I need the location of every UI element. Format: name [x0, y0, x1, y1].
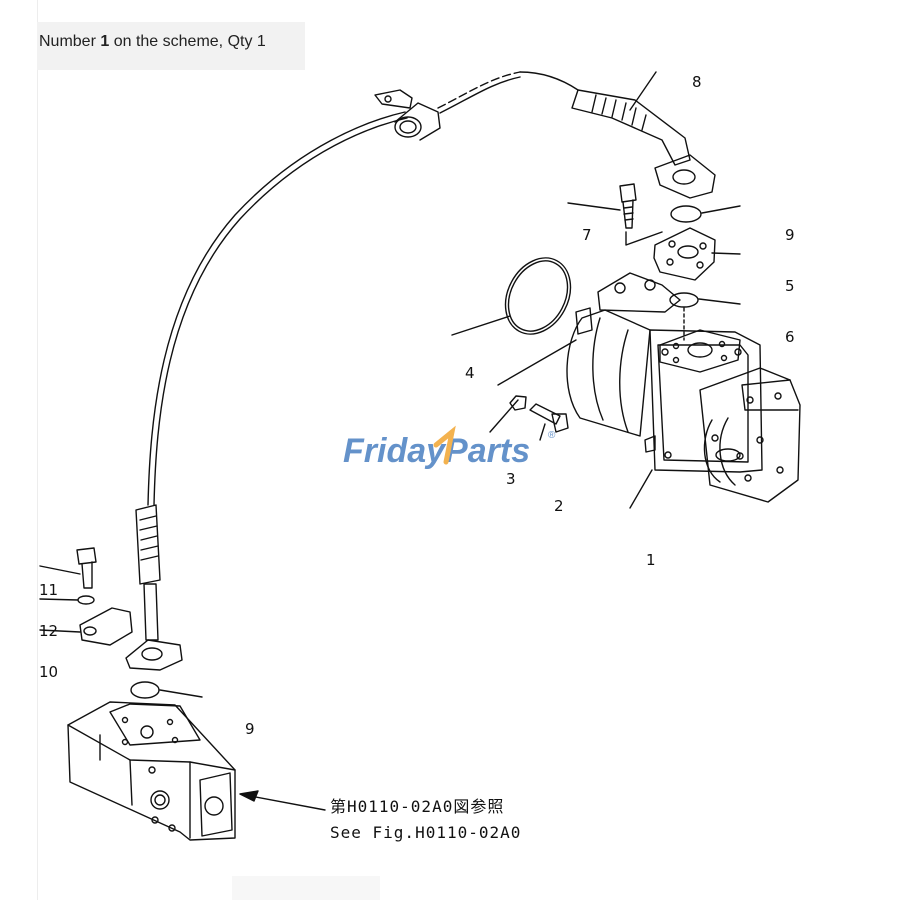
callout-12: 12 — [39, 622, 58, 640]
callout-8: 8 — [692, 73, 702, 91]
hose-end-fitting-top — [571, 71, 716, 199]
caption-number: 1 — [100, 33, 110, 50]
callout-5: 5 — [785, 277, 795, 295]
caption-suffix: on the scheme, Qty 1 — [113, 33, 266, 50]
half-flange-12 — [39, 607, 133, 646]
callout-9-bottom: 9 — [245, 720, 255, 738]
svg-text:FridayParts: FridayParts — [343, 432, 530, 470]
callout-11: 11 — [39, 581, 58, 599]
bolt-11 — [39, 547, 97, 589]
bottom-strip — [232, 876, 380, 900]
hose-line — [147, 71, 579, 506]
large-o-ring — [504, 257, 572, 335]
split-flange — [653, 227, 741, 281]
watermark-part1: Friday — [343, 432, 447, 470]
watermark-registered: ® — [548, 430, 556, 441]
callout-2: 2 — [554, 497, 564, 515]
caption-prefix: Number — [39, 33, 96, 50]
callout-7: 7 — [582, 226, 592, 244]
o-ring-top — [670, 205, 702, 223]
scheme-caption: Number 1 on the scheme, Qty 1 — [39, 33, 266, 51]
o-ring-bottom — [130, 681, 160, 699]
reference-note-jp: 第H0110-02A0図参照 — [330, 797, 504, 816]
page-margin — [0, 0, 38, 900]
callout-numbers: 1 2 3 4 5 6 7 8 9 9 10 11 12 — [39, 73, 795, 738]
callout-4: 4 — [465, 364, 475, 382]
valve-block — [67, 701, 236, 841]
callout-3: 3 — [506, 470, 516, 488]
caption-box — [37, 22, 305, 70]
bolt-7 — [567, 183, 663, 246]
watermark-part2: Parts — [445, 432, 530, 470]
hose-end-fitting-bottom — [125, 504, 183, 671]
callout-10: 10 — [39, 663, 58, 681]
reference-note-en: See Fig.H0110-02A0 — [330, 823, 521, 842]
washer-11 — [77, 595, 95, 605]
o-ring-6 — [669, 292, 699, 308]
callout-6: 6 — [785, 328, 795, 346]
callout-1: 1 — [646, 551, 656, 569]
watermark-logo: FridayParts ® — [343, 425, 556, 470]
callout-9-top: 9 — [785, 226, 795, 244]
hose-clamp — [374, 89, 441, 141]
bolt-2 — [529, 403, 569, 441]
hydraulic-motor — [566, 272, 801, 503]
washer-3 — [509, 395, 527, 411]
